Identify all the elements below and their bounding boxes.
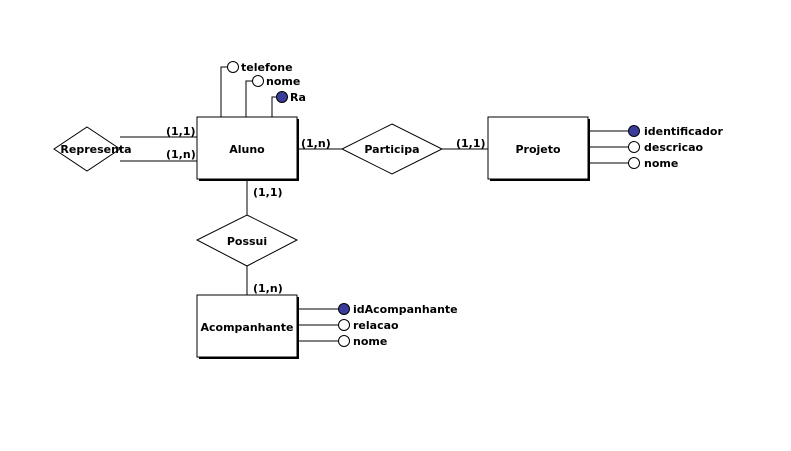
entity-aluno[interactable]: Aluno <box>196 116 299 181</box>
attribute-circle-icon <box>338 335 350 347</box>
key-attribute-circle-icon <box>338 303 350 315</box>
relationship-representa-label: Representa <box>60 143 131 156</box>
cardinality-labels: (1,1) (1,n) (1,n) (1,1) (1,1) (1,n) <box>166 125 486 295</box>
attribute-label: nome <box>644 157 678 170</box>
attribute-aluno-telefone[interactable]: telefone <box>227 61 293 74</box>
attribute-label: telefone <box>241 61 293 74</box>
attribute-label: identificador <box>644 125 723 138</box>
attribute-acompanhante-id[interactable]: idAcompanhante <box>338 303 458 316</box>
key-attribute-circle-icon <box>628 125 640 137</box>
connector-lines <box>120 66 629 342</box>
cardinality-participa-projeto: (1,1) <box>456 137 486 150</box>
attribute-label: idAcompanhante <box>353 303 458 316</box>
relationship-participa-label: Participa <box>364 143 419 156</box>
entity-aluno-label: Aluno <box>229 143 265 156</box>
attribute-circle-icon <box>252 75 264 87</box>
attribute-acompanhante-nome[interactable]: nome <box>338 335 388 348</box>
attribute-projeto-descricao[interactable]: descricao <box>628 141 704 154</box>
entity-projeto[interactable]: Projeto <box>487 116 590 181</box>
entity-acompanhante-label: Acompanhante <box>201 321 294 334</box>
cardinality-possui-acompanhante: (1,n) <box>253 282 283 295</box>
key-attribute-circle-icon <box>276 91 288 103</box>
attribute-label: relacao <box>353 319 399 332</box>
relationship-participa[interactable]: Participa <box>340 123 444 175</box>
attribute-circle-icon <box>628 157 640 169</box>
cardinality-representa-bottom: (1,n) <box>166 148 196 161</box>
attribute-circle-icon <box>628 141 640 153</box>
cardinality-representa-top: (1,1) <box>166 125 196 138</box>
attribute-label: nome <box>266 75 300 88</box>
relationship-representa[interactable]: Representa <box>53 126 132 172</box>
line-aluno-nome <box>245 80 253 117</box>
attribute-projeto-identificador[interactable]: identificador <box>628 125 724 138</box>
attribute-aluno-nome[interactable]: nome <box>252 75 301 88</box>
attribute-projeto-nome[interactable]: nome <box>628 157 679 170</box>
attribute-label: Ra <box>290 91 306 104</box>
relationship-possui-label: Possui <box>227 235 267 248</box>
relationship-possui[interactable]: Possui <box>195 214 299 267</box>
cardinality-aluno-possui: (1,1) <box>253 186 283 199</box>
attribute-acompanhante-relacao[interactable]: relacao <box>338 319 400 332</box>
attribute-aluno-ra[interactable]: Ra <box>276 91 306 104</box>
line-aluno-ra <box>271 96 277 117</box>
attribute-label: nome <box>353 335 387 348</box>
attribute-circle-icon <box>338 319 350 331</box>
attribute-label: descricao <box>644 141 704 154</box>
cardinality-aluno-participa: (1,n) <box>301 137 331 150</box>
entity-projeto-label: Projeto <box>515 143 561 156</box>
line-aluno-telefone <box>220 66 228 117</box>
entity-acompanhante[interactable]: Acompanhante <box>196 294 299 359</box>
attribute-circle-icon <box>227 61 239 73</box>
